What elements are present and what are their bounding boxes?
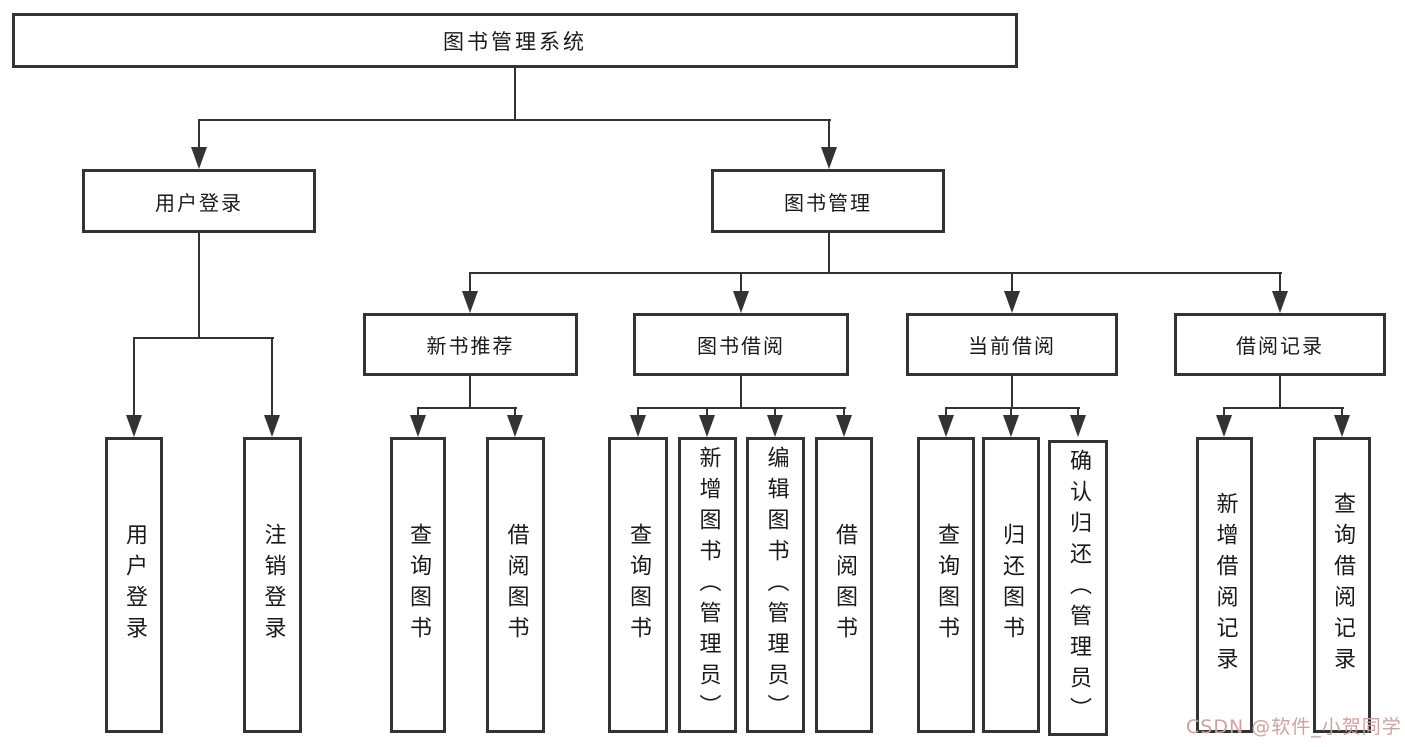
connector-new-book-stem [469,376,471,409]
node-book-borrow-label: 图书借阅 [697,334,785,358]
arrow-to-user-login [191,147,207,169]
connector-root-stem [514,68,516,120]
leaf-nb-borrow-book-label: 借阅图书 [503,523,529,647]
leaf-br-query-record-label: 查询借阅记录 [1330,492,1355,678]
connector-borrow-record-stem [1279,376,1281,409]
leaf-nb-query-book: 查询图书 [390,437,446,733]
leaf-br-query-record: 查询借阅记录 [1313,437,1371,733]
arrow-to-bb-edit [767,415,783,437]
node-new-book-recommend-label: 新书推荐 [426,334,515,358]
leaf-logout-label: 注销登录 [260,523,286,647]
connector-borrow-record-rail [1223,407,1344,409]
arrow-to-login [126,415,142,437]
arrow-to-cb-query [938,415,954,437]
arrow-to-new-book [462,291,478,313]
leaf-cb-query-book-label: 查询图书 [934,523,959,647]
connector-drop-bb-add [706,407,708,417]
node-root-label: 图书管理系统 [443,29,587,54]
connector-current-borrow-stem [1011,376,1013,409]
leaf-bb-edit-book-admin: 编辑图书（管理员） [746,437,805,733]
leaf-br-add-record-label: 新增借阅记录 [1212,492,1238,678]
arrow-to-cb-confirm [1070,415,1086,437]
arrow-to-nb-borrow [507,415,523,437]
leaf-bb-add-book-admin: 新增图书（管理员） [678,437,737,733]
arrow-to-logout [264,415,280,437]
connector-book-borrow-stem [740,376,742,409]
arrow-to-br-add [1216,415,1232,437]
connector-level3-rail [469,272,1282,274]
leaf-logout: 注销登录 [243,437,302,733]
connector-drop-user-login [198,119,200,149]
leaf-br-add-record: 新增借阅记录 [1196,437,1253,733]
node-user-login: 用户登录 [82,169,316,233]
node-user-login-label: 用户登录 [155,190,243,215]
connector-drop-login [133,337,135,417]
node-new-book-recommend: 新书推荐 [363,313,578,376]
leaf-cb-confirm-return-admin: 确认归还（管理员） [1048,440,1108,736]
connector-drop-logout [271,337,273,417]
arrow-to-nb-query [410,415,426,437]
leaf-user-login-label: 用户登录 [122,523,147,647]
node-borrow-record: 借阅记录 [1174,313,1386,376]
arrow-to-bb-query [630,415,646,437]
csdn-watermark: CSDN @软件_小贺同学 [1186,716,1402,738]
node-book-management-label: 图书管理 [784,190,872,215]
arrow-to-bb-borrow [836,415,852,437]
node-current-borrow-label: 当前借阅 [968,334,1056,358]
connector-drop-borrow-record [1279,272,1281,294]
arrow-to-bb-add [699,415,715,437]
leaf-user-login: 用户登录 [105,437,163,733]
connector-user-login-stem [198,233,200,339]
connector-current-borrow-rail [945,407,1080,409]
connector-drop-cb-return [1010,407,1012,417]
connector-drop-bb-edit [774,407,776,417]
arrow-to-cb-return [1003,415,1019,437]
leaf-nb-query-book-label: 查询图书 [406,523,431,647]
arrow-to-current-borrow [1004,291,1020,313]
leaf-bb-edit-book-admin-label: 编辑图书（管理员） [763,445,789,725]
connector-drop-new-book [469,272,471,294]
connector-drop-current-borrow [1011,272,1013,294]
node-root: 图书管理系统 [12,13,1018,68]
arrow-to-book-borrow [733,291,749,313]
connector-drop-cb-query [945,407,947,417]
connector-user-login-rail [133,337,274,339]
leaf-cb-confirm-return-admin-label: 确认归还（管理员） [1066,448,1091,728]
node-borrow-record-label: 借阅记录 [1236,334,1324,358]
connector-book-mgmt-stem [828,233,830,274]
leaf-nb-borrow-book: 借阅图书 [486,437,545,733]
leaf-bb-borrow-book: 借阅图书 [815,437,873,733]
connector-drop-bb-query [637,407,639,417]
connector-drop-bb-borrow [843,407,845,417]
leaf-cb-query-book: 查询图书 [917,437,975,733]
node-current-borrow: 当前借阅 [906,313,1118,376]
leaf-bb-query-book-label: 查询图书 [626,523,651,647]
arrow-to-book-mgmt [821,147,837,169]
leaf-bb-add-book-admin-label: 新增图书（管理员） [695,445,721,725]
connector-drop-book-mgmt [828,119,830,149]
node-book-management: 图书管理 [711,169,945,233]
connector-drop-book-borrow [740,272,742,294]
arrow-to-br-query [1334,415,1350,437]
connector-new-book-rail [417,407,517,409]
connector-level2-rail [198,119,831,121]
leaf-cb-return-book-label: 归还图书 [999,523,1024,647]
leaf-cb-return-book: 归还图书 [982,437,1040,733]
connector-drop-cb-confirm [1077,407,1079,417]
connector-drop-br-query [1341,407,1343,417]
connector-drop-nb-query [417,407,419,417]
connector-drop-nb-borrow [514,407,516,417]
connector-book-borrow-rail [637,407,846,409]
node-book-borrow: 图书借阅 [633,313,849,376]
leaf-bb-query-book: 查询图书 [608,437,668,733]
connector-drop-br-add [1223,407,1225,417]
arrow-to-borrow-record [1272,291,1288,313]
leaf-bb-borrow-book-label: 借阅图书 [832,523,857,647]
